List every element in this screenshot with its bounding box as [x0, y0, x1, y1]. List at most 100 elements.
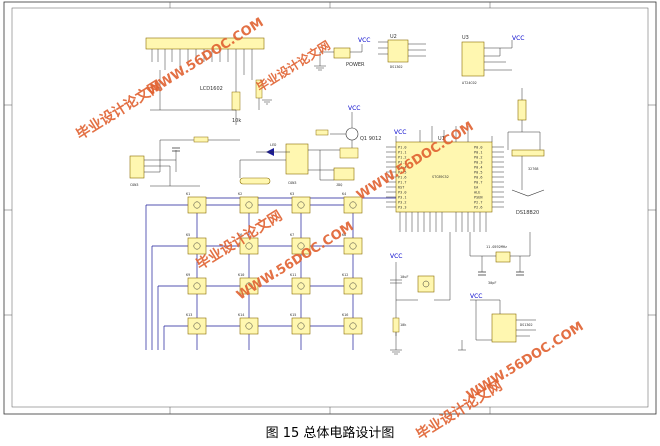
mcu-left-pin-label: P1.4 — [398, 165, 406, 169]
keypad-key[interactable]: K7 — [290, 233, 311, 255]
key-body — [187, 277, 207, 295]
clock-chip: U2 DS1302 — [378, 34, 426, 69]
key-body — [239, 237, 259, 255]
mcu-label: STC89C52 — [432, 175, 449, 179]
keypad-key[interactable]: K13 — [186, 313, 207, 335]
relay-block: CON3 JDQ — [239, 143, 355, 187]
key-button-icon — [297, 242, 305, 250]
rtc-block: DS1302 VCC — [458, 293, 536, 351]
lcd-module: LCD1602 — [145, 37, 265, 92]
keypad-key[interactable]: K6 — [238, 233, 259, 255]
vcc-buzzer: VCC — [358, 37, 370, 44]
key-button-icon — [297, 322, 305, 330]
key-button-icon — [245, 282, 253, 290]
key-button-icon — [193, 282, 201, 290]
frame-ticks — [4, 2, 656, 414]
mcu-left-pin-label: P1.1 — [398, 150, 406, 154]
cap-reset-label: 10uF — [400, 275, 408, 279]
keypad-key[interactable]: K15 — [290, 313, 311, 335]
keypad-key[interactable]: K3 — [290, 192, 311, 214]
key-label: K12 — [342, 273, 348, 277]
key-label: K2 — [238, 192, 242, 196]
eeprom-chip: U3 AT24C02 VCC — [461, 35, 524, 85]
key-button-icon — [193, 242, 201, 250]
clock-chip-label: U2 — [390, 34, 397, 40]
key-label: K6 — [238, 233, 242, 237]
mcu-left-pin-label: P1.0 — [398, 145, 406, 149]
keypad-key[interactable]: K8 — [342, 233, 363, 255]
keypad-key[interactable]: K2 — [238, 192, 259, 214]
keypad-key[interactable]: K10 — [238, 273, 259, 295]
mcu-right-pins: P0.0P0.1P0.2P0.3P0.4P0.5P0.6P0.7EAALEPSE… — [474, 145, 504, 209]
mcu-left-pin-label: P3.1 — [398, 195, 406, 199]
mcu-right-pin-label: P0.0 — [474, 145, 482, 149]
key-label: K5 — [186, 233, 190, 237]
key-button-icon — [245, 242, 253, 250]
key-body — [343, 196, 363, 214]
mcu-right-pin-label: P0.5 — [474, 170, 482, 174]
key-button-icon — [245, 322, 253, 330]
keypad-key[interactable]: K5 — [186, 233, 207, 255]
outer-frame — [3, 1, 657, 415]
key-label: K3 — [290, 192, 294, 196]
crystal-osc: 11.0592MHz 30pF — [469, 232, 531, 285]
eeprom-label: AT24C02 — [462, 81, 477, 85]
key-label: K14 — [238, 313, 244, 317]
key-label: K11 — [290, 273, 296, 277]
keypad-key[interactable]: K9 — [186, 273, 207, 295]
mcu-left-pin-label: P3.3 — [398, 205, 406, 209]
r1-label: 10k — [232, 118, 241, 124]
ds18b20-label: DS18B20 — [516, 210, 539, 216]
key-body — [239, 317, 259, 335]
mcu-left-pin-label: P1.6 — [398, 175, 406, 179]
keypad-key[interactable]: K14 — [238, 313, 259, 335]
key-label: K16 — [342, 313, 348, 317]
mcu-left-pin-label: P3.0 — [398, 190, 406, 194]
buzzer: POWER VCC — [319, 37, 370, 68]
reset-block: 10uF 10k VCC — [390, 232, 451, 355]
vcc-eeprom: VCC — [512, 35, 524, 42]
key-label: K1 — [186, 192, 190, 196]
keypad-key[interactable]: K1 — [186, 192, 207, 214]
key-body — [291, 196, 311, 214]
key-label: K4 — [342, 192, 346, 196]
figure-caption: 图 15 总体电路设计图 — [265, 426, 395, 441]
key-label: K7 — [290, 233, 294, 237]
mcu-right-pin-label: P2.7 — [474, 200, 482, 204]
power-block: CON3 — [129, 136, 240, 187]
key-body — [291, 277, 311, 295]
led-indicator: LED — [256, 143, 290, 156]
keypad-key[interactable]: K16 — [342, 313, 363, 335]
key-button-icon — [193, 322, 201, 330]
key-button-icon — [245, 201, 253, 209]
key-body — [343, 237, 363, 255]
crystal-label: 11.0592MHz — [486, 245, 507, 249]
key-body — [291, 237, 311, 255]
key-body — [343, 277, 363, 295]
power-conn-label: CON3 — [130, 183, 138, 187]
mcu-right-pin-label: P0.3 — [474, 160, 482, 164]
mcu-right-pin-label: P0.4 — [474, 165, 482, 169]
led-label: LED — [270, 143, 276, 147]
keypad-key[interactable]: K4 — [342, 192, 363, 214]
key-button-icon — [349, 282, 357, 290]
q1-label: Q1 9012 — [360, 136, 381, 142]
r-reset-label: 10k — [400, 323, 407, 327]
mcu-left-pin-label: P1.5 — [398, 170, 406, 174]
mcu-right-pin-label: EA — [474, 185, 479, 189]
mcu-right-pin-label: P0.2 — [474, 155, 482, 159]
watermark-text: 毕业设计论文网 — [193, 207, 285, 273]
rtc-label: DS1302 — [520, 323, 533, 327]
keypad-key[interactable]: K12 — [342, 273, 363, 295]
key-body — [343, 317, 363, 335]
key-button-icon — [349, 322, 357, 330]
vcc-rtc: VCC — [470, 293, 482, 300]
mcu-right-pin-label: P0.6 — [474, 175, 482, 179]
temperature-sensor: DS18B20 32768 — [507, 88, 545, 216]
driver-transistor: Q1 9012 VCC — [315, 105, 381, 159]
key-body — [187, 237, 207, 255]
keypad-key[interactable]: K11 — [290, 273, 311, 295]
mcu-bus-lines — [399, 126, 487, 232]
